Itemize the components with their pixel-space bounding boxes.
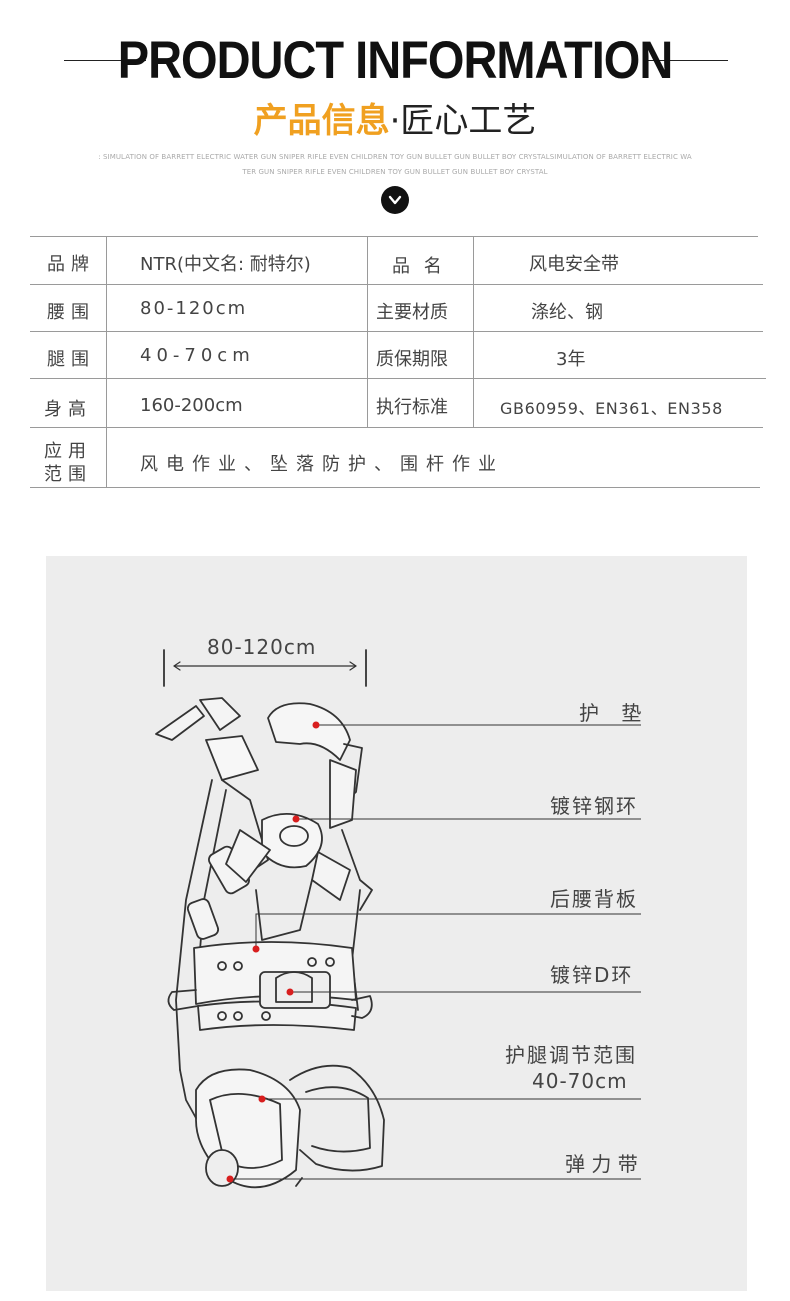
- title-rule-right: [646, 60, 728, 61]
- table-divider: [106, 236, 107, 487]
- table-divider: [473, 236, 474, 427]
- usage-value: 风电作业、坠落防护、围杆作业: [140, 454, 504, 475]
- standard-value: GB60959、EN361、EN358: [500, 399, 723, 418]
- subtitle-accent: 产品信息: [253, 101, 390, 141]
- name-value: 风电安全带: [529, 254, 619, 275]
- material-value: 涤纶、钢: [531, 302, 603, 323]
- marker-leg: [258, 1095, 266, 1103]
- table-divider: [367, 236, 368, 427]
- marker-d-ring: [286, 988, 294, 996]
- small-text-line-2: TER GUN SNIPER RIFLE EVEN CHILDREN TOY G…: [242, 168, 548, 176]
- marker-backplate: [252, 945, 260, 953]
- subtitle-dot: ·: [389, 101, 401, 141]
- brand-label: 品牌: [47, 254, 95, 275]
- callout-d-ring: 镀锌D环: [550, 963, 634, 987]
- callout-pad: 护 垫: [579, 701, 650, 725]
- subtitle-rest: 匠心工艺: [400, 101, 537, 141]
- table-rule: [30, 378, 766, 379]
- marker-ring: [292, 815, 300, 823]
- waist-label: 腰围: [47, 302, 95, 323]
- waist-value: 80-120cm: [140, 298, 248, 319]
- table-rule: [30, 487, 760, 488]
- brand-value: NTR(中文名: 耐特尔): [140, 254, 311, 275]
- warranty-value: 3年: [556, 349, 586, 370]
- harness-diagram-panel: [46, 556, 747, 1291]
- usage-label-line1: 应用: [44, 441, 92, 462]
- page-title: PRODUCT INFORMATION: [117, 29, 674, 90]
- standard-label: 执行标准: [376, 397, 448, 418]
- leg-label: 腿围: [47, 349, 95, 370]
- callout-steel-ring: 镀锌钢环: [550, 794, 638, 818]
- waist-range-label: 80-120cm: [207, 635, 317, 659]
- table-rule: [30, 427, 763, 428]
- callout-backplate: 后腰背板: [550, 887, 638, 911]
- decorative-small-text: : SIMULATION OF BARRETT ELECTRIC WATER G…: [90, 150, 700, 180]
- warranty-label: 质保期限: [376, 349, 448, 370]
- height-label: 身高: [44, 399, 92, 420]
- title-rule-left: [64, 60, 146, 61]
- callout-leg-range: 护腿调节范围: [505, 1043, 637, 1067]
- usage-label-line2: 范围: [44, 464, 92, 485]
- height-value: 160-200cm: [140, 395, 243, 416]
- table-rule: [30, 331, 763, 332]
- page-subtitle: 产品信息·匠心工艺: [0, 100, 790, 142]
- callout-elastic: 弹 力 带: [565, 1152, 638, 1176]
- chevron-down-icon: [381, 186, 409, 214]
- table-rule: [30, 284, 763, 285]
- name-label: 品 名: [392, 256, 446, 277]
- leg-value: 40-70cm: [140, 345, 255, 366]
- material-label: 主要材质: [376, 302, 448, 323]
- marker-elastic: [226, 1175, 234, 1183]
- marker-pad: [312, 721, 320, 729]
- small-text-line-1: : SIMULATION OF BARRETT ELECTRIC WATER G…: [98, 153, 692, 161]
- table-rule: [30, 236, 758, 237]
- callout-leg-range-value: 40-70cm: [532, 1069, 628, 1093]
